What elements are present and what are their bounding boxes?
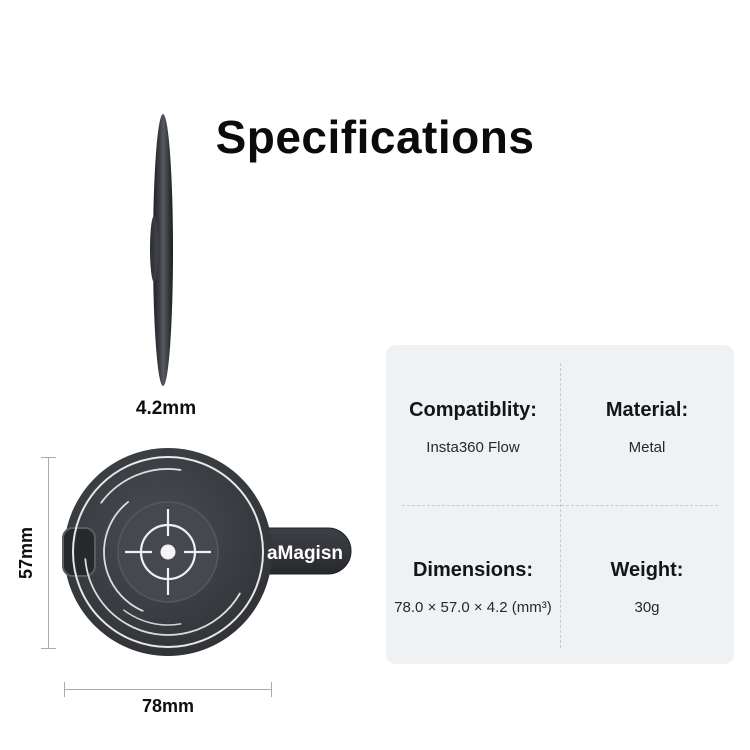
weight-label: Weight: bbox=[610, 558, 684, 581]
width-dimension-cap-left bbox=[64, 682, 65, 697]
weight-value: 30g bbox=[634, 598, 660, 616]
height-dimension-cap-bottom bbox=[41, 648, 56, 649]
device-side-profile bbox=[153, 114, 173, 386]
fold-out-clip bbox=[62, 527, 96, 577]
material-value: Metal bbox=[628, 439, 666, 457]
brand-logo: aMagisn bbox=[267, 543, 343, 564]
device-front-view: aMagisn bbox=[62, 448, 352, 656]
device-side-view bbox=[149, 114, 177, 386]
card-horizontal-divider bbox=[402, 504, 718, 506]
crosshair-icon bbox=[125, 509, 211, 595]
height-dimension-cap-top bbox=[41, 457, 56, 458]
card-vertical-divider bbox=[560, 363, 561, 648]
spec-cell-weight: Weight: 30g bbox=[560, 505, 734, 665]
center-dot bbox=[160, 544, 176, 560]
compatibility-value: Insta360 Flow bbox=[426, 439, 520, 457]
material-label: Material: bbox=[605, 399, 689, 422]
compatibility-label: Compatiblity: bbox=[409, 399, 537, 422]
spec-card: Compatiblity: Insta360 Flow Material: Me… bbox=[386, 345, 734, 664]
device-side-clip-edge bbox=[150, 216, 158, 282]
dimensions-label: Dimensions: bbox=[412, 558, 534, 581]
spec-cell-compatibility: Compatiblity: Insta360 Flow bbox=[386, 345, 560, 505]
width-dimension-line bbox=[64, 689, 272, 690]
width-dimension-cap-right bbox=[271, 682, 272, 697]
engraved-circle-pattern bbox=[72, 456, 264, 648]
height-dimension-line bbox=[48, 458, 49, 648]
page-title: Specifications bbox=[215, 111, 535, 163]
height-dimension-label: 57mm bbox=[16, 526, 36, 580]
dimensions-value: 78.0 × 57.0 × 4.2 (mm³) bbox=[394, 598, 552, 616]
thickness-dimension-label: 4.2mm bbox=[135, 398, 197, 419]
spec-cell-dimensions: Dimensions: 78.0 × 57.0 × 4.2 (mm³) bbox=[386, 505, 560, 665]
spec-cell-material: Material: Metal bbox=[560, 345, 734, 505]
width-dimension-label: 78mm bbox=[141, 696, 195, 716]
